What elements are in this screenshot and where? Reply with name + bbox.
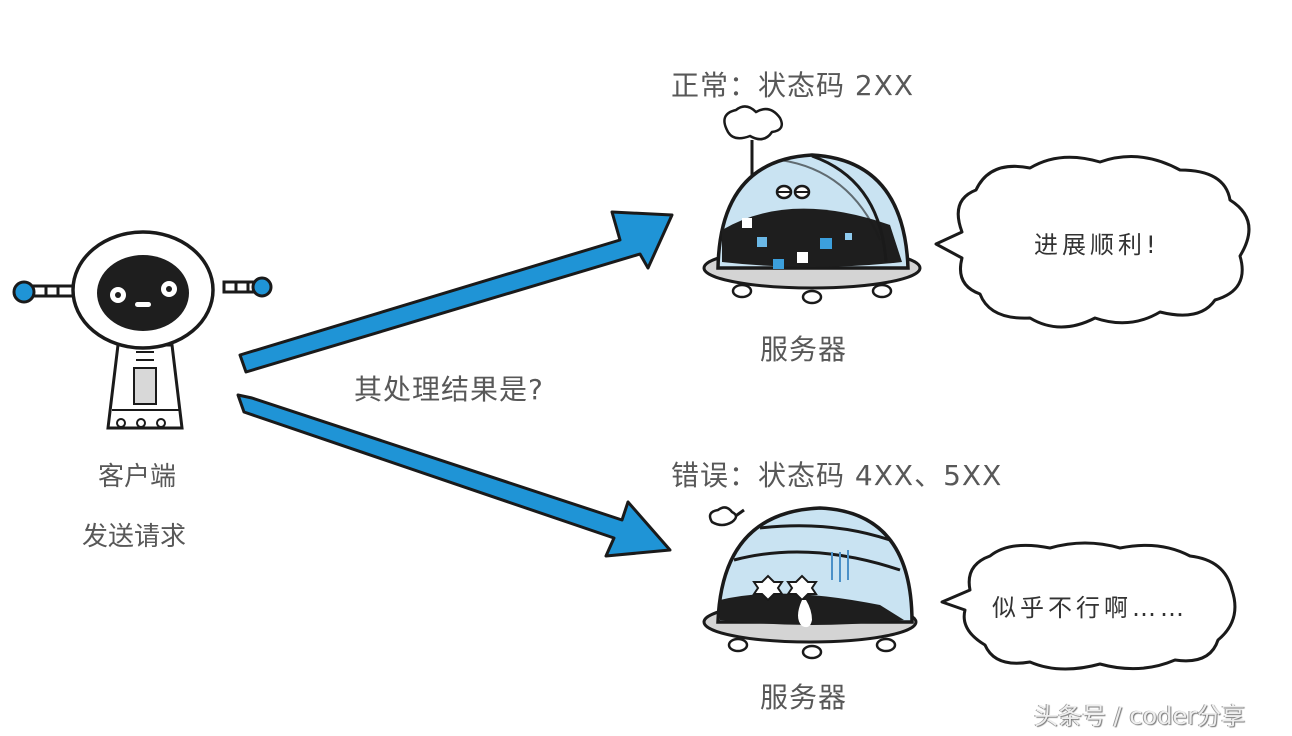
arrow-to-success (238, 210, 674, 374)
right-arm (222, 276, 273, 298)
arrow-to-error (236, 393, 672, 558)
client-label: 客户端 (98, 462, 177, 492)
left-arm (12, 280, 76, 304)
watermark: 头条号 / coder分享 (1034, 702, 1246, 730)
server-success (702, 105, 922, 305)
speech-bubble-success (934, 155, 1251, 329)
success-bubble-text: 进展顺利! (1034, 231, 1160, 259)
client-action-label: 发送请求 (82, 522, 187, 552)
server-error (702, 506, 918, 660)
client-robot (12, 230, 273, 430)
error-status-label: 错误：状态码 4XX、5XX (671, 459, 1003, 492)
question-label: 其处理结果是? (354, 373, 544, 406)
error-server-label: 服务器 (760, 681, 848, 714)
speech-bubble-error (940, 541, 1237, 671)
error-bubble-text: 似乎不行啊…… (992, 594, 1188, 622)
success-status-label: 正常：状态码 2XX (671, 69, 915, 102)
success-server-label: 服务器 (760, 333, 848, 366)
